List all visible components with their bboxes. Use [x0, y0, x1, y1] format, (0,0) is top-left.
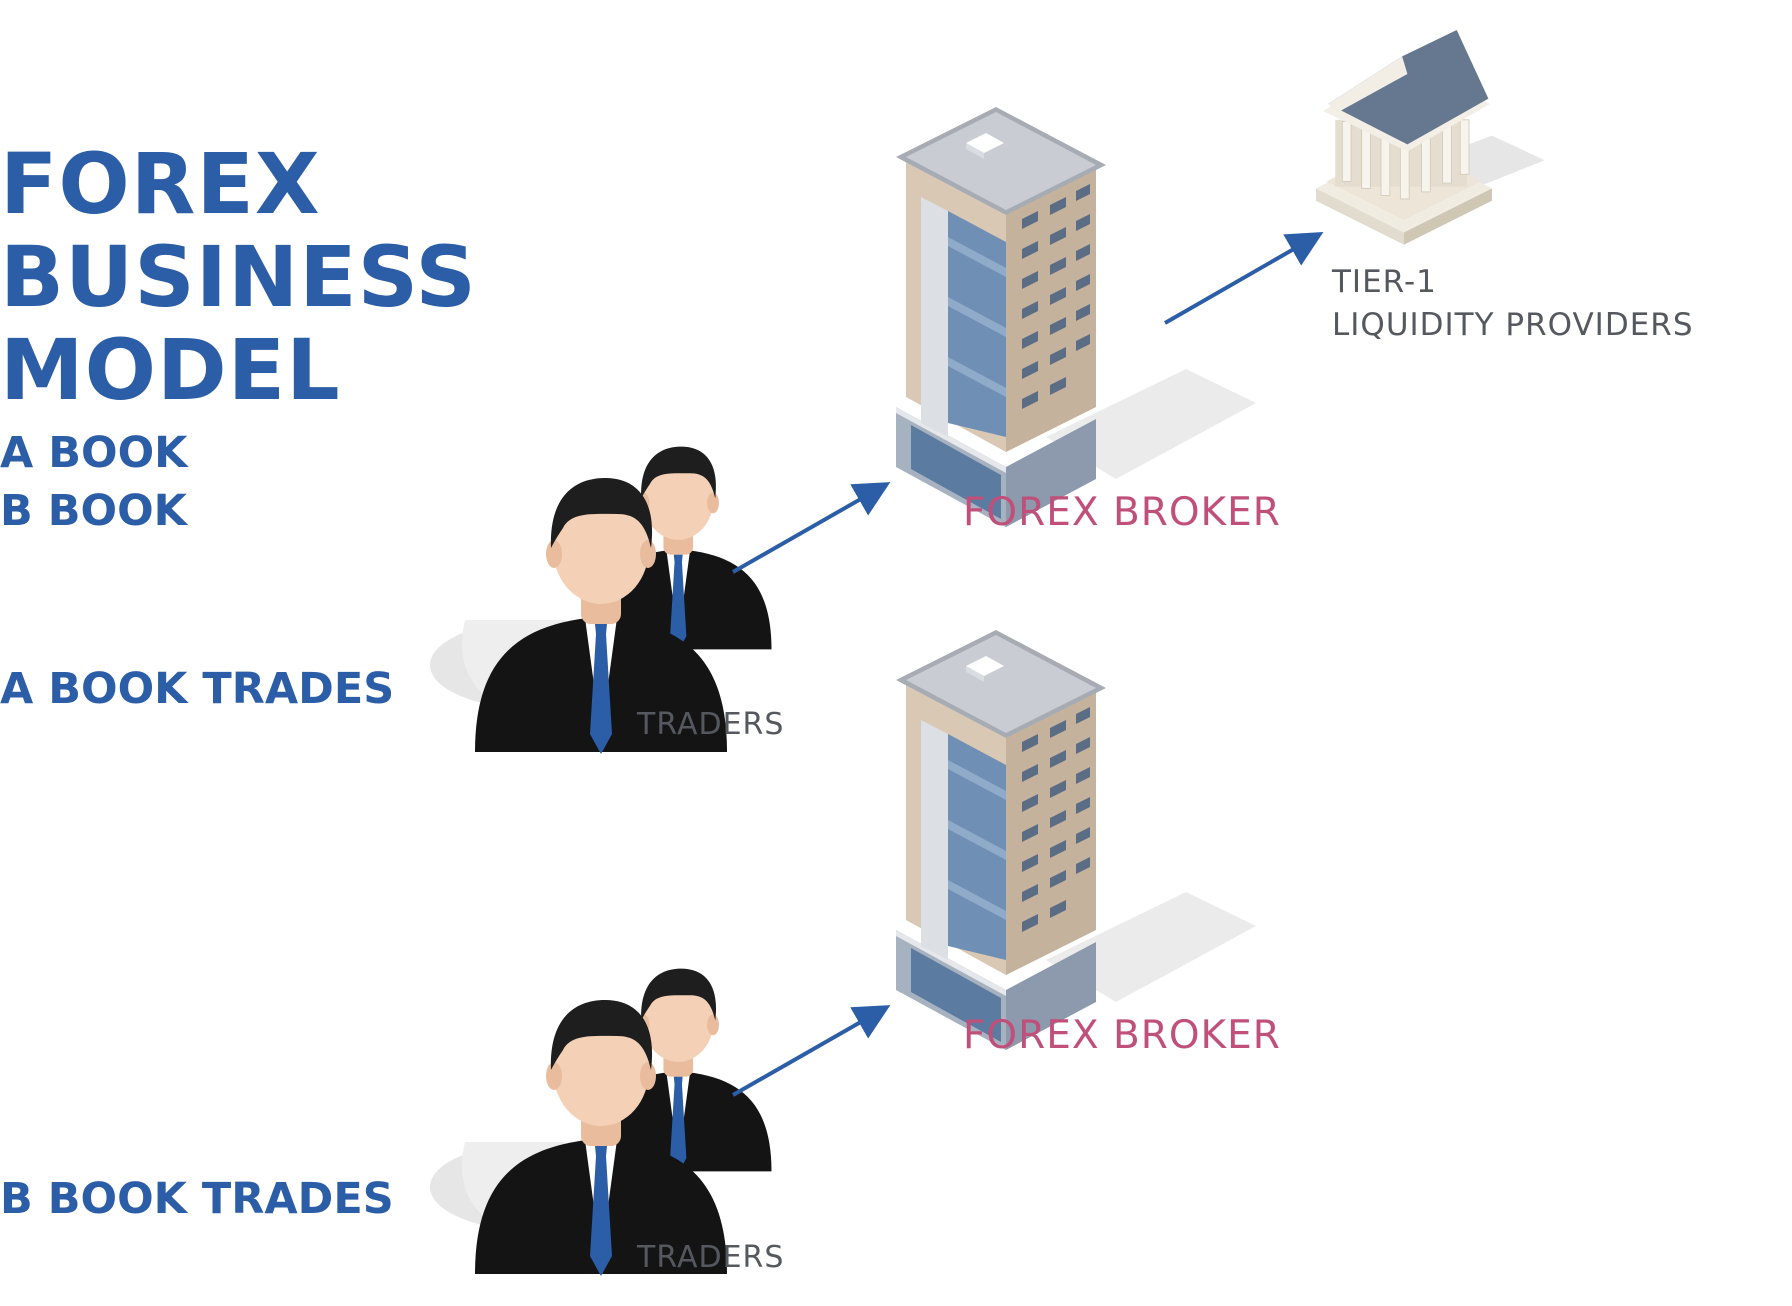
forex-broker-label: FOREX BROKER — [963, 1013, 1281, 1058]
office-building-icon — [896, 107, 1256, 527]
arrow-icon — [732, 1005, 891, 1097]
liquidity-label-line: LIQUIDITY PROVIDERS — [1332, 307, 1694, 343]
forex-broker-label: FOREX BROKER — [963, 490, 1281, 535]
diagram-subtitle: A BOOK B BOOK — [0, 424, 187, 540]
arrow-icon — [732, 482, 891, 574]
arrow-icon — [1164, 232, 1324, 325]
diagram-title: FOREX BUSINESS MODEL — [0, 138, 477, 417]
office-building-icon — [896, 630, 1256, 1050]
traders-caption: TRADERS — [637, 1240, 785, 1275]
liquidity-label-line: TIER-1 — [1332, 264, 1437, 300]
traders-caption: TRADERS — [637, 707, 785, 742]
title-line: MODEL — [0, 321, 341, 419]
liquidity-providers-label: TIER-1 LIQUIDITY PROVIDERS — [1332, 261, 1694, 347]
title-line: BUSINESS — [0, 228, 477, 326]
b-book-trades-label: B BOOK TRADES — [0, 1174, 394, 1224]
title-line: FOREX — [0, 135, 321, 233]
a-book-trades-label: A BOOK TRADES — [0, 664, 395, 714]
subtitle-line: A BOOK — [0, 428, 188, 478]
bank-icon — [1315, 29, 1546, 246]
subtitle-line: B BOOK — [0, 486, 187, 536]
